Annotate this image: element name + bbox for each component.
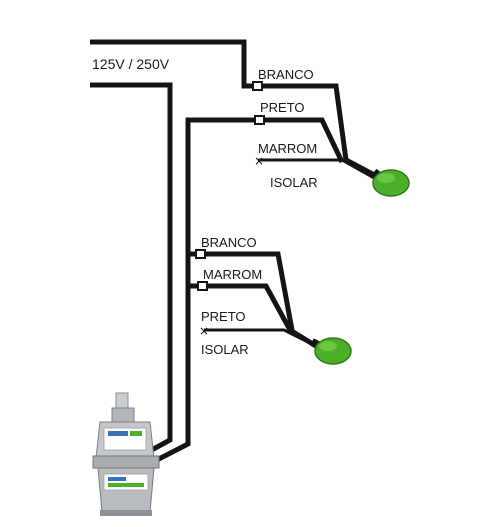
lower-marrom-wire xyxy=(185,283,318,349)
upper-branco-wire xyxy=(262,83,382,181)
water-pump-icon xyxy=(92,392,160,516)
lower-isolar-x-marker: × xyxy=(199,324,209,338)
upper-branco-junction xyxy=(252,81,263,91)
lower-branco-label: BRANCO xyxy=(201,235,257,250)
lower-branco-wire xyxy=(188,251,295,331)
supply-voltage-label: 125V / 250V xyxy=(92,56,170,72)
lower-isolar-label: ISOLAR xyxy=(201,342,249,357)
upper-branco-label: BRANCO xyxy=(258,67,314,82)
lower-preto-wire xyxy=(204,328,317,348)
lower-preto-label: PRETO xyxy=(201,309,246,324)
upper-preto-junction xyxy=(254,115,265,125)
float-switch-icon xyxy=(371,168,410,197)
pump-lead-wire xyxy=(151,117,256,465)
upper-preto-label: PRETO xyxy=(260,100,305,115)
float-switch-icon xyxy=(310,337,352,365)
lower-marrom-label: MARROM xyxy=(203,267,263,282)
supply-wire-top xyxy=(90,39,258,89)
upper-isolar-label: ISOLAR xyxy=(270,175,318,190)
lower-branco-junction xyxy=(195,249,206,259)
upper-marrom-wire xyxy=(258,158,375,180)
upper-preto-wire xyxy=(262,117,345,164)
lower-marrom-junction xyxy=(197,281,208,291)
upper-isolar-x-marker: × xyxy=(254,154,264,168)
upper-marrom-label: MARROM xyxy=(258,141,318,156)
supply-wire-bottom xyxy=(90,82,173,455)
